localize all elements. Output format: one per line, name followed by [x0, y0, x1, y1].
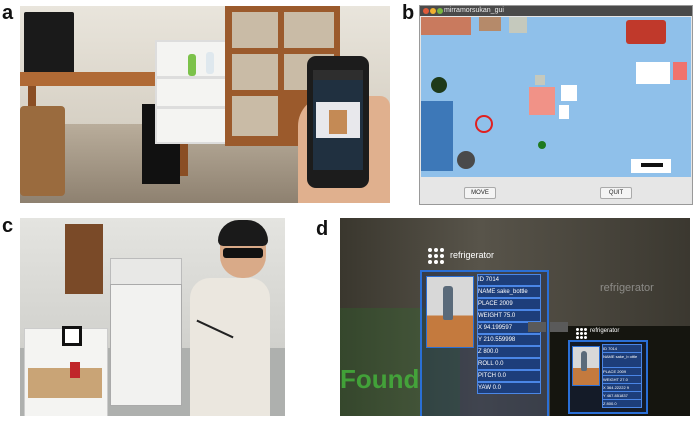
map-object — [673, 62, 687, 80]
sofa-icon — [626, 20, 666, 44]
map-marker — [538, 141, 546, 149]
shelf-board — [155, 106, 239, 109]
red-can — [70, 362, 80, 378]
ar-small-field: Z 800.0 — [602, 399, 642, 408]
bookcase-cell — [232, 54, 278, 90]
chair — [20, 106, 65, 196]
quit-button[interactable]: QUIT — [600, 187, 632, 199]
ar-main-field: ID 7014 — [477, 274, 541, 286]
robot-icon — [457, 151, 475, 169]
ar-marker — [62, 326, 82, 346]
panel-label-a: a — [2, 2, 14, 24]
bookcase — [65, 224, 103, 294]
map-object — [421, 101, 453, 171]
map-object — [479, 17, 501, 31]
head-mounted-display — [223, 248, 263, 258]
hair — [218, 220, 268, 246]
found-text: Found — [340, 364, 420, 394]
gui-window: mirramorsukan_gui MOVE QUIT — [419, 5, 693, 205]
ar-main-title: refrigerator — [450, 250, 495, 260]
ar-view: Found refrigerator refrigerator ID 7014 … — [340, 218, 690, 416]
bookcase-cell — [232, 96, 278, 136]
map-object — [561, 85, 577, 101]
maximize-icon[interactable] — [437, 8, 443, 14]
map-object — [509, 17, 527, 33]
menu-grid-icon — [576, 328, 587, 339]
smartphone-item-image — [329, 110, 347, 134]
map-object — [636, 62, 670, 84]
bookcase-cell — [232, 12, 278, 48]
ghost-label: refrigerator — [600, 282, 654, 294]
panel-label-c: c — [2, 215, 14, 237]
refrigerator — [110, 284, 182, 406]
ar-main-field: X 94.199597 — [477, 322, 541, 334]
bottle-icon — [581, 351, 587, 371]
window-title: mirramorsukan_gui — [444, 7, 504, 14]
map-object — [559, 105, 569, 119]
ar-small-title: refrigerator — [590, 328, 620, 334]
bottle-icon — [443, 286, 453, 320]
photo-user-with-hmd — [20, 218, 285, 416]
person-body — [190, 278, 270, 416]
smartphone-status-bar — [313, 70, 363, 80]
monitor — [24, 12, 74, 78]
small-button[interactable] — [528, 322, 546, 332]
close-icon[interactable] — [423, 8, 429, 14]
plant-icon — [431, 77, 447, 93]
ar-main-field: ROLL 0.0 — [477, 358, 541, 370]
ar-main-field: Y 210.559998 — [477, 334, 541, 346]
ar-main-field: NAME sake_bottle — [477, 286, 541, 298]
bottle — [188, 54, 196, 76]
robot-target-marker — [475, 115, 493, 133]
panel-label-b: b — [402, 2, 415, 24]
minimize-icon[interactable] — [430, 8, 436, 14]
move-button[interactable]: MOVE — [464, 187, 496, 199]
photo-office-smartphone — [20, 6, 390, 203]
table-object — [529, 87, 555, 115]
bottle — [206, 52, 214, 74]
chair-object — [535, 75, 545, 85]
cabinet-shelf — [28, 368, 102, 398]
ar-main-field: Z 800.0 — [477, 346, 541, 358]
shelf-board — [155, 76, 239, 79]
ar-main-field: WEIGHT 75.0 — [477, 310, 541, 322]
map-object — [421, 17, 471, 35]
map-object — [641, 163, 663, 167]
ar-main-field: PLACE 2009 — [477, 298, 541, 310]
ar-small-field: NAME sake_b ottle — [602, 352, 642, 368]
bookcase-cell — [284, 12, 334, 48]
room-map[interactable] — [421, 17, 691, 177]
window-titlebar: mirramorsukan_gui — [420, 6, 692, 16]
ar-main-field: YAW 0.0 — [477, 382, 541, 394]
panel-label-d: d — [316, 218, 329, 240]
menu-grid-icon — [428, 248, 444, 264]
small-button[interactable] — [550, 322, 568, 332]
ar-main-field: PITCH 0.0 — [477, 370, 541, 382]
